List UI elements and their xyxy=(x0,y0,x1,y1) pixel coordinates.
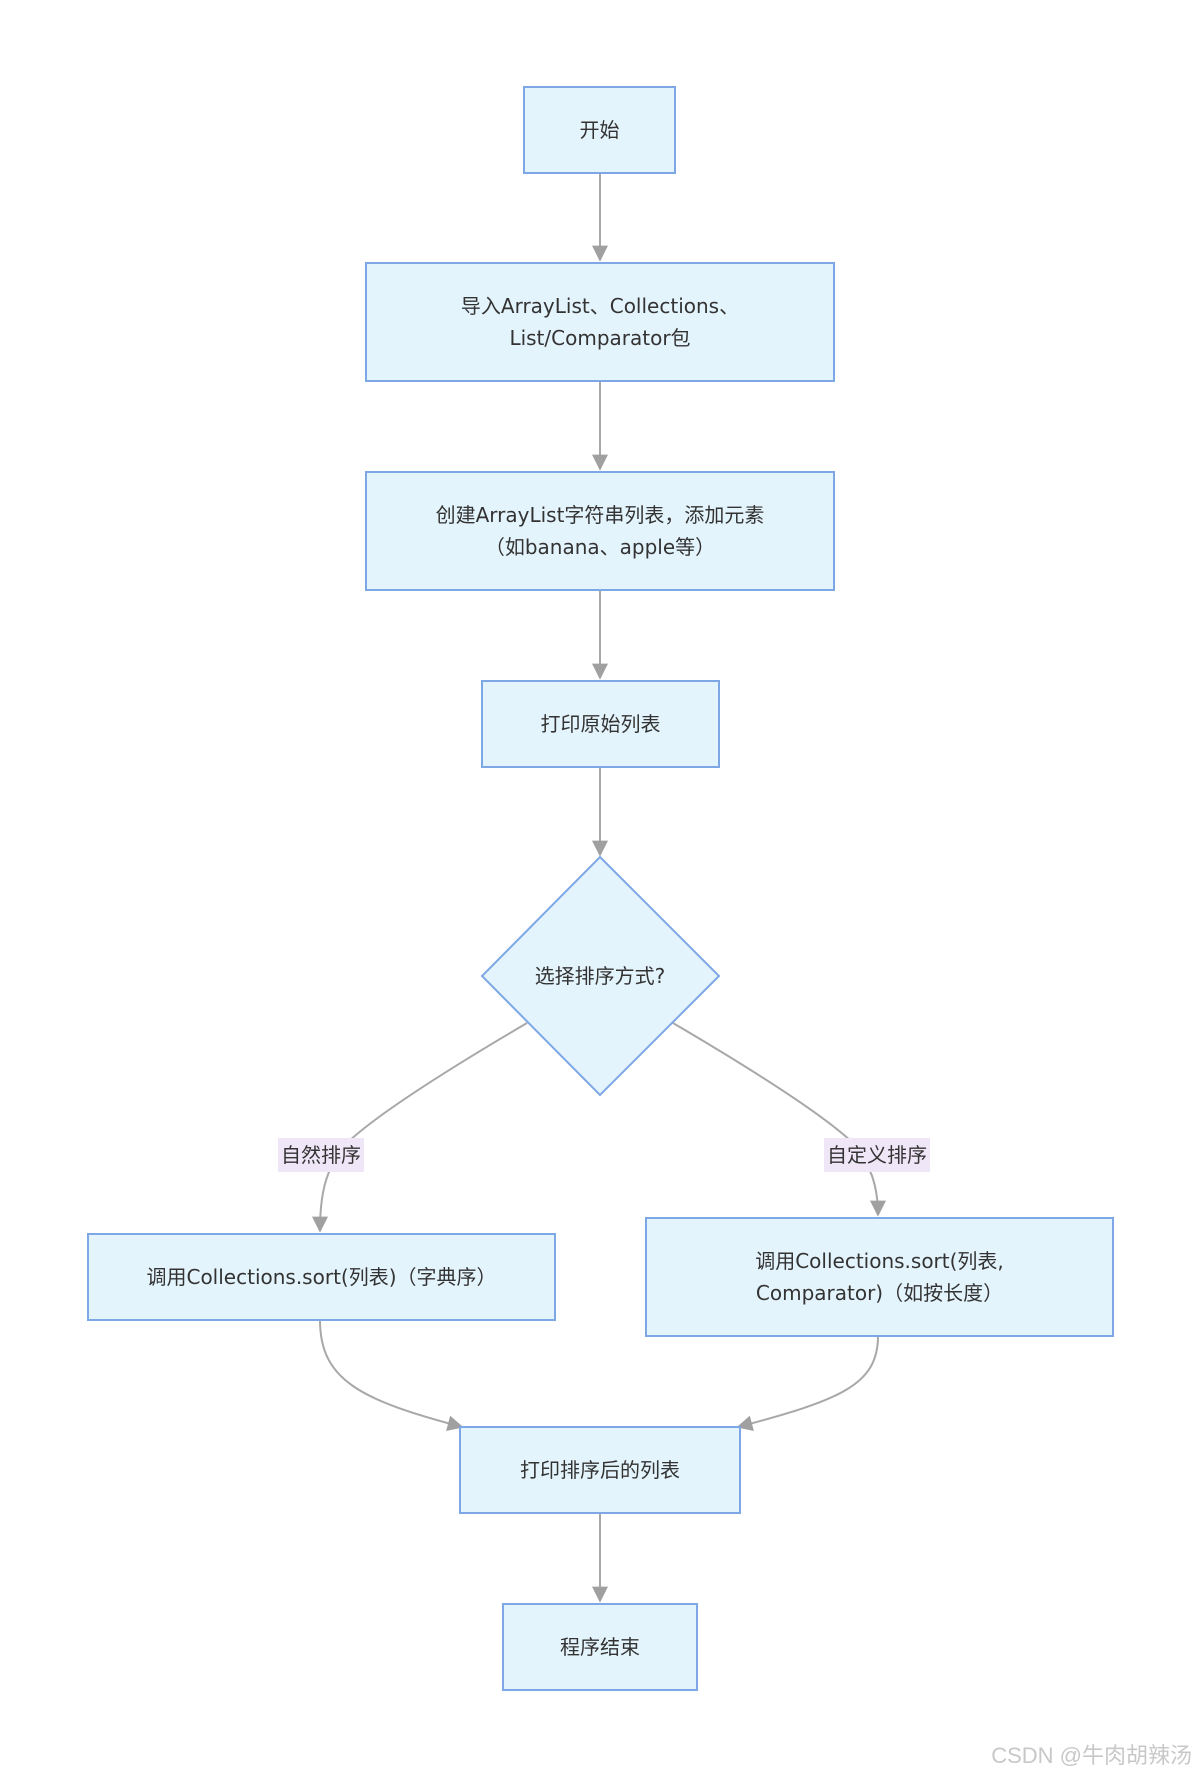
node-create: 创建ArrayList字符串列表，添加元素 （如banana、apple等） xyxy=(365,471,835,591)
edge-custom-sort-print-sorted xyxy=(736,1335,879,1432)
node-custom-sort-line-1: 调用Collections.sort(列表, xyxy=(755,1249,1004,1273)
node-print-sorted-label: 打印排序后的列表 xyxy=(520,1458,680,1482)
edge-decision-custom-sort xyxy=(672,1022,886,1217)
watermark: CSDN @牛肉胡辣汤 xyxy=(991,1743,1192,1768)
node-custom-sort-line-2: Comparator)（如按长度） xyxy=(755,1281,1004,1305)
node-natural-sort-label: 调用Collections.sort(列表)（字典序） xyxy=(146,1265,497,1289)
node-print-sorted: 打印排序后的列表 xyxy=(459,1426,741,1514)
edge-natural-sort-print-sorted xyxy=(319,1319,464,1432)
node-natural-sort: 调用Collections.sort(列表)（字典序） xyxy=(87,1233,556,1321)
edge-label-custom-sort: 自定义排序 xyxy=(824,1138,930,1172)
node-start-label: 开始 xyxy=(579,118,620,142)
node-start: 开始 xyxy=(523,86,676,174)
node-create-line-1: 创建ArrayList字符串列表，添加元素 xyxy=(435,503,765,527)
node-print-original: 打印原始列表 xyxy=(481,680,720,768)
node-create-line-2: （如banana、apple等） xyxy=(484,535,716,559)
node-import-line-2: List/Comparator包 xyxy=(509,326,691,350)
decision-diamond-shape xyxy=(480,855,721,1097)
node-print-original-label: 打印原始列表 xyxy=(540,712,661,736)
node-custom-sort: 调用Collections.sort(列表, Comparator)（如按长度） xyxy=(645,1217,1114,1337)
edge-decision-natural-sort xyxy=(312,1022,528,1233)
edge-label-natural-sort: 自然排序 xyxy=(278,1138,364,1172)
node-import-line-1: 导入ArrayList、Collections、 xyxy=(460,294,740,318)
node-decision-label: 选择排序方式? xyxy=(534,964,666,988)
node-end-label: 程序结束 xyxy=(560,1635,640,1659)
node-end: 程序结束 xyxy=(502,1603,698,1691)
node-import: 导入ArrayList、Collections、 List/Comparator… xyxy=(365,262,835,382)
